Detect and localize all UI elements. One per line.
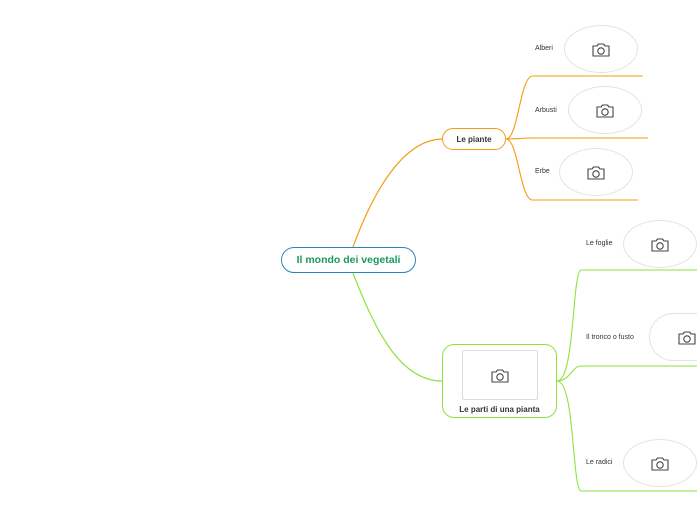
leaf-arbusti-image[interactable] (568, 86, 642, 134)
leaf-erbe-image[interactable] (559, 148, 633, 196)
branch-image (461, 350, 538, 400)
camera-icon (651, 237, 669, 252)
camera-icon (677, 330, 696, 345)
connector-root-le-parti (352, 272, 443, 382)
leaf-alberi-label: Alberi (535, 45, 553, 52)
leaf-arbusti-label: Arbusti (535, 107, 557, 114)
branch-le-piante-label: Le piante (456, 134, 492, 144)
leaf-erbe-label: Erbe (535, 168, 550, 175)
leaf-le-radici-label: Le radici (586, 459, 613, 466)
connectors-le-piante (505, 75, 648, 201)
camera-icon (592, 42, 610, 57)
branch-le-parti-label: Le parti di una pianta (459, 405, 540, 414)
leaf-le-foglie-label: Le foglie (586, 240, 613, 247)
camera-icon (587, 165, 605, 180)
leaf-il-tronco-label: Il tronco o fusto (586, 334, 634, 341)
leaf-alberi-image[interactable] (564, 25, 638, 73)
root-node-label: Il mondo dei vegetali (296, 254, 401, 266)
root-node[interactable]: Il mondo dei vegetali (281, 247, 416, 273)
connector-root-le-piante (352, 138, 443, 248)
branch-le-piante[interactable]: Le piante (442, 128, 506, 150)
camera-icon (490, 368, 509, 383)
branch-le-parti-di-una-pianta[interactable]: Le parti di una pianta (442, 344, 557, 418)
camera-icon (596, 103, 614, 118)
leaf-il-tronco-image[interactable] (649, 313, 697, 361)
leaf-le-radici-image[interactable] (623, 439, 697, 487)
camera-icon (651, 456, 669, 471)
connectors-le-parti (556, 269, 697, 492)
leaf-le-foglie-image[interactable] (623, 220, 697, 268)
